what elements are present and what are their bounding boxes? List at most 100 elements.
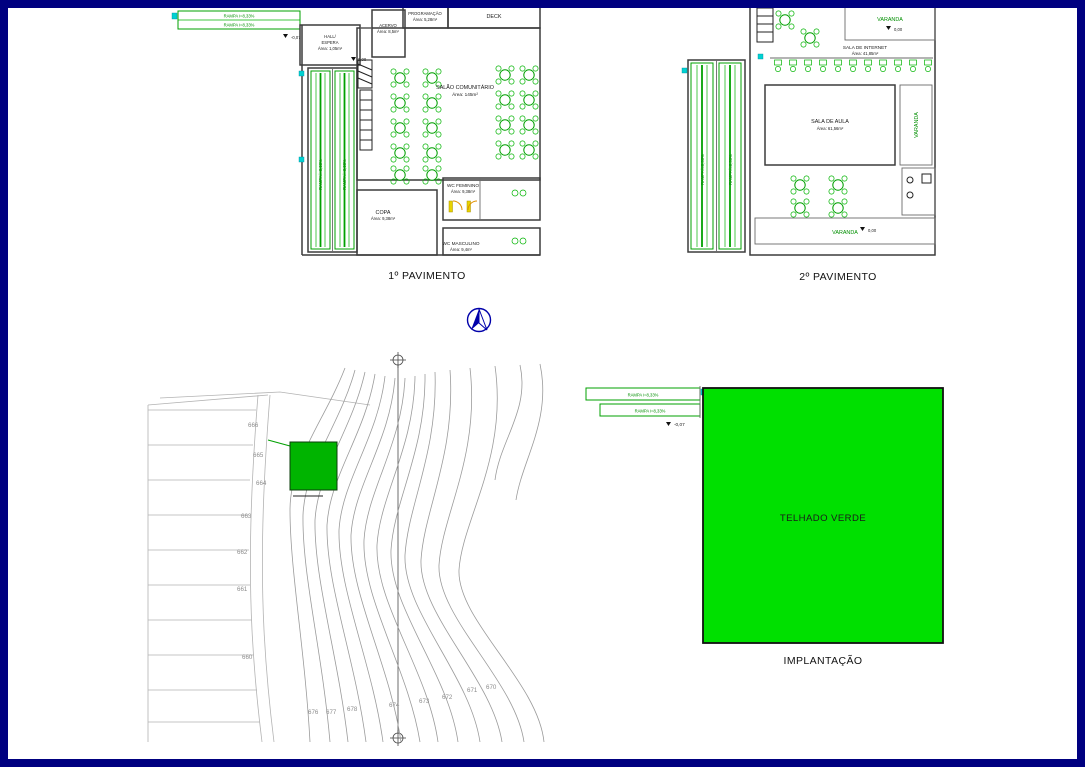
copa-area: Área: 9,38m² [371, 216, 396, 221]
contour-label: 665 [253, 452, 264, 459]
ramp-label: RAMPA i=8,33% [700, 154, 705, 185]
copa-label: COPA [376, 210, 391, 216]
interior-ramp: RAMPA i=8,33% RAMPA i=8,33% [298, 67, 358, 253]
table-icon [422, 165, 442, 185]
internet-stations [774, 59, 932, 72]
contour-label: 660 [242, 654, 253, 661]
table-icon [519, 65, 539, 85]
computer-station-icon [849, 59, 857, 72]
table-icon [390, 93, 410, 113]
computer-station-icon [819, 59, 827, 72]
access-ramp: RAMPA i=8,33% RAMPA i=8,33% -0,07 [171, 10, 301, 40]
north-arrow-icon [466, 307, 492, 333]
computer-station-icon [789, 59, 797, 72]
contour-lines [289, 363, 545, 743]
copa-room [356, 189, 438, 256]
shelving [357, 59, 373, 151]
table-icon [790, 175, 810, 195]
computer-station-icon [864, 59, 872, 72]
contour-label: 666 [248, 422, 259, 429]
aula-area: Área: 61,56m² [817, 126, 844, 131]
ramp-label: RAMPA i=8,33% [635, 409, 666, 414]
wc-room [901, 167, 936, 216]
contour-label: 664 [256, 480, 267, 487]
table-icon [775, 10, 795, 30]
ramp-label: RAMPA i=8,33% [224, 23, 255, 28]
sala-aula-room [764, 84, 896, 166]
level-value: -0,07 [674, 422, 685, 427]
lot-grid [147, 391, 371, 743]
table-icon [422, 93, 442, 113]
table-icon [390, 68, 410, 88]
contour-label: 672 [442, 694, 453, 701]
programacao-area: Área: 5,28m² [413, 17, 438, 22]
green-roof: TELHADO VERDE [702, 387, 944, 644]
wc-feminino-room [442, 177, 541, 221]
green-roof-label: TELHADO VERDE [780, 513, 866, 524]
contour-label: 663 [241, 513, 252, 520]
hall-espera-area: Área: 1,05m² [318, 46, 343, 51]
table-icon [390, 118, 410, 138]
table-icon [495, 140, 515, 160]
computer-station-icon [924, 59, 932, 72]
contour-label: 674 [389, 702, 400, 709]
level-value: 0,00 [868, 228, 877, 233]
level-marker-icon [351, 57, 356, 61]
table-icon [495, 90, 515, 110]
implantation-plan: RAMPA i=8,33% RAMPA i=8,33% -0,07 TELHAD… [585, 386, 944, 667]
computer-station-icon [894, 59, 902, 72]
door-arc-icon [452, 200, 463, 211]
table-icon [828, 175, 848, 195]
survey-axis [390, 352, 406, 746]
table-icon [519, 115, 539, 135]
table-icon [390, 165, 410, 185]
computer-station-icon [774, 59, 782, 72]
wc-masc-area: Área: 9,4m² [450, 247, 472, 252]
level-marker-icon [666, 422, 671, 426]
contour-label: 677 [326, 709, 337, 716]
building-footprint [267, 439, 338, 497]
site-plan: 666 665 664 663 662 661 660 676 677 678 … [147, 352, 545, 746]
wc-fem-label: WC FEMININO [447, 183, 479, 188]
dimension-tick-icon [298, 156, 305, 163]
table-icon [828, 198, 848, 218]
table-icon [519, 90, 539, 110]
contour-label: 670 [486, 684, 497, 691]
computer-station-icon [879, 59, 887, 72]
contour-label: 676 [308, 709, 319, 716]
programacao-label: PROGRAMAÇÃO [408, 11, 442, 16]
salao-label: SALÃO COMUNITÁRIO [436, 84, 494, 91]
table-icon [519, 140, 539, 160]
contour-label: 678 [347, 706, 358, 713]
varanda-bottom-room [754, 217, 936, 245]
contour-label: 671 [467, 687, 478, 694]
acervo-area: Área: 8,5m² [377, 29, 399, 34]
contour-label: 661 [237, 586, 248, 593]
contour-label: 673 [419, 698, 430, 705]
deck-label: DECK [487, 14, 502, 20]
contour-label: 662 [237, 549, 248, 556]
salao-area: Área: 145m² [452, 91, 478, 97]
ramp-label: RAMPA i=8,33% [728, 154, 733, 185]
wc-fem-area: Área: 9,38m² [451, 189, 476, 194]
dimension-tick-icon [298, 70, 305, 77]
classroom-tables [790, 175, 848, 218]
implantation-title: IMPLANTAÇÃO [784, 654, 863, 667]
wc-fixtures [906, 173, 932, 199]
internet-area: Área: 41,85m² [852, 51, 879, 56]
table-icon [495, 115, 515, 135]
dimension-tick-icon [171, 12, 178, 20]
varanda-right-room [899, 84, 933, 166]
access-ramp-detail: RAMPA i=8,33% RAMPA i=8,33% -0,07 [585, 386, 707, 427]
level-marker-icon [283, 34, 288, 38]
internet-label: SALA DE INTERNET [843, 45, 887, 50]
ramp-label: RAMPA i=8,33% [318, 159, 323, 190]
acervo-label: ACERVO [379, 23, 397, 28]
table-icon [495, 65, 515, 85]
computer-station-icon [909, 59, 917, 72]
varanda-right-label: VARANDA [914, 112, 920, 138]
ramp-label: RAMPA i=8,33% [628, 393, 659, 398]
dimension-tick-icon [757, 53, 764, 60]
table-icon [422, 118, 442, 138]
